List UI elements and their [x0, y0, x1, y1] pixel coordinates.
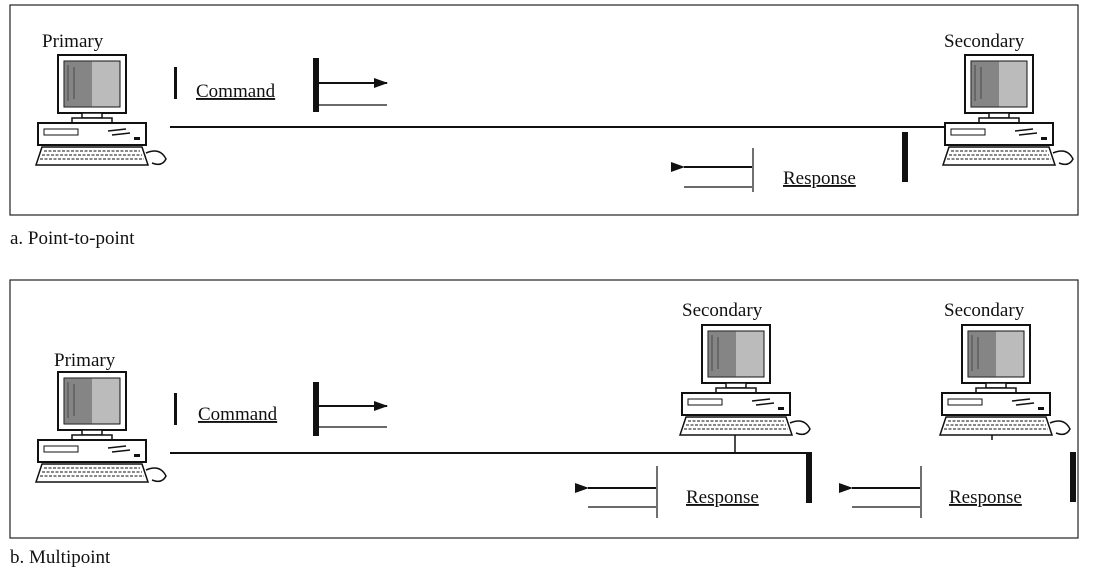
- secondary-label: Secondary: [682, 300, 763, 321]
- panel-point-to-point: Primary Command Response Secondary a. Po…: [9, 4, 1079, 249]
- primary-label: Primary: [54, 350, 116, 371]
- response-label: Response: [949, 487, 1022, 508]
- command-flag-short: [174, 67, 177, 99]
- command-label: Command: [196, 81, 276, 102]
- response-frame-bar: [902, 132, 908, 182]
- response-frame-bar: [806, 453, 812, 503]
- secondary-label: Secondary: [944, 31, 1025, 52]
- panel-caption: b. Multipoint: [10, 547, 111, 567]
- panel-frame: [9, 4, 1079, 216]
- command-label: Command: [198, 404, 278, 425]
- response-label: Response: [783, 168, 856, 189]
- response-label: Response: [686, 487, 759, 508]
- response-frame-bar: [1070, 452, 1076, 502]
- command-frame-bar: [313, 58, 319, 112]
- secondary-label: Secondary: [944, 300, 1025, 321]
- secondary-computer-icon: [939, 324, 1071, 436]
- panel-frame: [9, 279, 1079, 539]
- command-flag-short: [174, 393, 177, 425]
- secondary-computer-icon: [679, 324, 811, 436]
- panel-multipoint: Primary Command Response Response Second…: [9, 279, 1079, 567]
- secondary-computer-icon: [942, 54, 1074, 166]
- primary-computer-icon: [35, 371, 167, 483]
- panel-caption: a. Point-to-point: [10, 228, 135, 249]
- primary-label: Primary: [42, 31, 104, 52]
- command-frame-bar: [313, 382, 319, 436]
- primary-computer-icon: [35, 54, 167, 166]
